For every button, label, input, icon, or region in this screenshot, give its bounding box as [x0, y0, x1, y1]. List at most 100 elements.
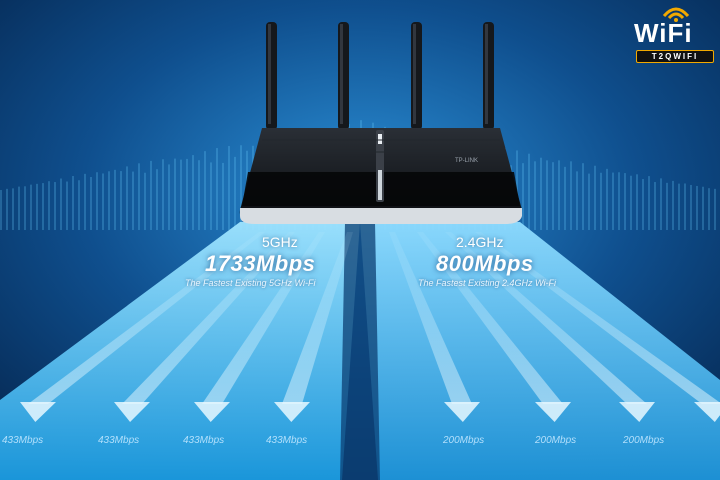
equalizer-bar: [174, 158, 176, 230]
equalizer-bar: [66, 181, 68, 230]
stream-24ghz-label: 200Mbps: [535, 435, 577, 446]
stream-arrow-shaft: [389, 232, 472, 404]
band-5ghz-speed: 1733Mbps: [205, 251, 316, 276]
equalizer-bar: [198, 160, 200, 230]
stream-arrow-shaft: [202, 232, 325, 404]
equalizer-bar: [714, 188, 716, 230]
equalizer-bar: [102, 173, 104, 230]
stream-24ghz-label: 200Mbps: [443, 435, 485, 446]
equalizer-bar: [30, 184, 32, 230]
equalizer-bar: [606, 168, 608, 230]
equalizer-bar: [150, 160, 152, 230]
equalizer-bar: [600, 172, 602, 230]
equalizer-bar: [546, 160, 548, 230]
equalizer-bar: [0, 190, 2, 230]
stream-arrows: [20, 232, 720, 422]
equalizer-bar: [36, 183, 38, 230]
equalizer-bar: [24, 186, 26, 230]
stream-arrow-shaft: [417, 232, 563, 404]
equalizer-bar: [6, 188, 8, 230]
equalizer-bar: [534, 161, 536, 230]
stream-arrow-head: [20, 402, 56, 422]
equalizer-bar: [138, 163, 140, 230]
equalizer-bar: [618, 172, 620, 230]
brand-subtitle: T2QWIFI: [636, 50, 714, 63]
stream-arrow-head: [274, 402, 310, 422]
router-antennas: [266, 22, 494, 130]
equalizer-bar: [576, 171, 578, 230]
equalizer-bar: [90, 176, 92, 230]
stream-5ghz-label: 433Mbps: [2, 435, 44, 446]
equalizer-bar: [552, 162, 554, 230]
equalizer-bar: [540, 157, 542, 230]
stream-arrow-shaft: [445, 232, 647, 404]
equalizer-bar: [54, 182, 56, 230]
equalizer-bar: [708, 188, 710, 230]
equalizer-bar: [180, 159, 182, 230]
equalizer-bar: [156, 169, 158, 230]
equalizer-bar: [678, 183, 680, 230]
equalizer-bar: [216, 148, 218, 230]
band-5ghz-label: 5GHz: [262, 234, 298, 250]
stream-arrow-shaft: [282, 232, 353, 404]
equalizer-bar: [126, 166, 128, 230]
router-panel-brand: TP-LINK: [455, 158, 479, 164]
stream-arrow-shaft: [28, 232, 265, 404]
equalizer-bar: [594, 165, 596, 230]
equalizer-bar: [132, 171, 134, 230]
equalizer-bar: [114, 169, 116, 230]
band-24ghz-speed: 800Mbps: [436, 251, 534, 276]
stream-arrow-shaft: [475, 232, 720, 404]
equalizer-bar: [120, 171, 122, 230]
stream-arrow-head: [535, 402, 571, 422]
equalizer-bar: [186, 158, 188, 230]
equalizer-bar: [666, 182, 668, 230]
equalizer-bar: [240, 145, 242, 230]
equalizer-bar: [636, 174, 638, 230]
stream-arrow-head: [194, 402, 230, 422]
band-24ghz-tagline: The Fastest Existing 2.4GHz Wi-Fi: [418, 278, 556, 288]
equalizer-bar: [72, 176, 74, 230]
stream-arrow-head: [619, 402, 655, 422]
wifi-signal-icon: [662, 7, 690, 22]
beam-24ghz: [360, 222, 720, 480]
equalizer-bar: [18, 186, 20, 230]
stream-24ghz-label: 200Mbps: [623, 435, 665, 446]
equalizer-bar: [570, 161, 572, 230]
equalizer-bar: [648, 176, 650, 230]
equalizer-bar: [672, 180, 674, 230]
equalizer-bar: [108, 171, 110, 230]
stream-5ghz-label: 433Mbps: [183, 435, 225, 446]
stream-arrow-head: [694, 402, 720, 422]
equalizer-bar: [696, 185, 698, 230]
equalizer-bar: [522, 163, 524, 230]
equalizer-bar: [192, 155, 194, 230]
equalizer-bar: [588, 173, 590, 230]
equalizer-bar: [78, 180, 80, 230]
stream-5ghz-label: 433Mbps: [98, 435, 140, 446]
brand-logo: WiFi: [634, 18, 693, 48]
equalizer-bar: [168, 164, 170, 230]
equalizer-bar: [582, 163, 584, 230]
equalizer-bar: [630, 175, 632, 230]
stream-5ghz-label: 433Mbps: [266, 435, 308, 446]
equalizer-bar: [48, 181, 50, 230]
equalizer-bar: [234, 156, 236, 230]
equalizer-bar: [528, 153, 530, 230]
band-5ghz-tagline: The Fastest Existing 5GHz Wi-Fi: [185, 278, 316, 288]
equalizer-bar: [204, 151, 206, 230]
equalizer-bar: [642, 179, 644, 230]
equalizer-bar: [60, 178, 62, 230]
stream-arrow-head: [444, 402, 480, 422]
stream-arrow-head: [114, 402, 150, 422]
equalizer-bar: [684, 183, 686, 230]
equalizer-bar: [144, 172, 146, 230]
equalizer-bar: [702, 186, 704, 230]
equalizer-bar: [660, 178, 662, 230]
equalizer-bar: [558, 160, 560, 230]
router-body: [239, 128, 522, 224]
equalizer-bar: [654, 182, 656, 230]
stream-arrow-shaft: [122, 232, 295, 404]
equalizer-bar: [42, 183, 44, 230]
